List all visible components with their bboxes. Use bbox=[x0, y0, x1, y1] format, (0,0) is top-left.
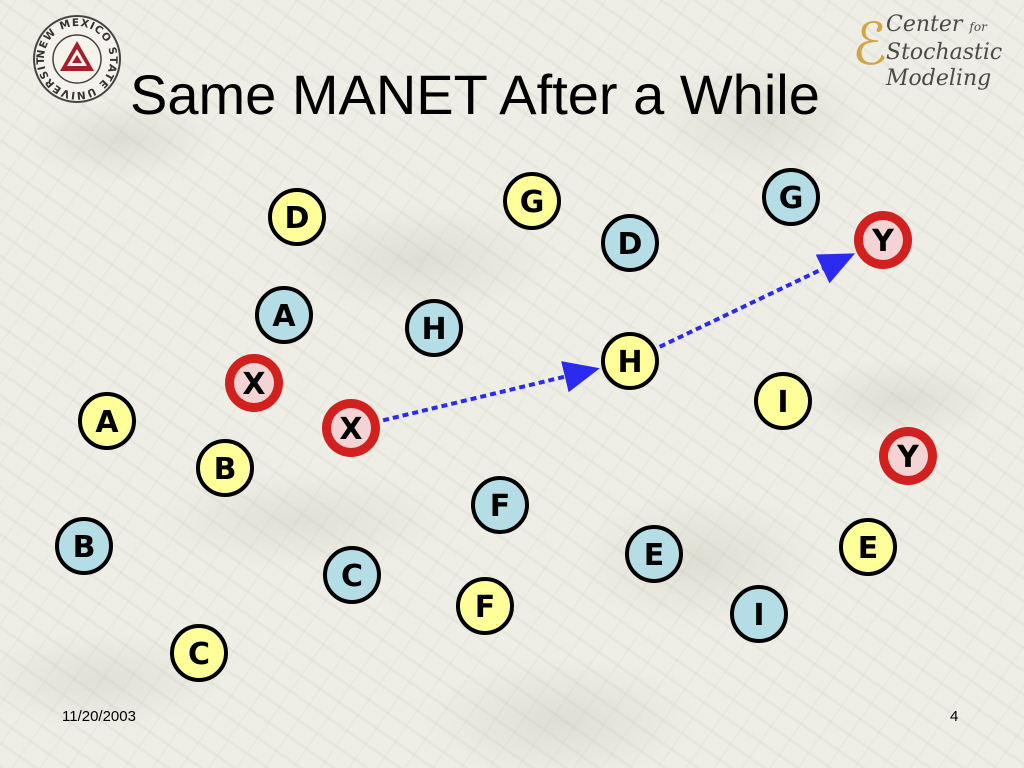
node-circle bbox=[456, 577, 514, 635]
node-inner-circle bbox=[234, 363, 274, 403]
slide-title: Same MANET After a While bbox=[130, 63, 820, 126]
university-seal-logo: NEW MEXICO STATE UNIVERSITY bbox=[27, 5, 122, 104]
node-circle bbox=[762, 168, 820, 226]
node-circle bbox=[503, 172, 561, 230]
node-label: A bbox=[272, 299, 296, 334]
node-label: H bbox=[421, 312, 446, 347]
node-label: X bbox=[242, 367, 265, 402]
node-h-yellow: H bbox=[601, 332, 659, 390]
node-label: G bbox=[779, 181, 804, 216]
logo-glyph-icon: ℰ bbox=[852, 10, 888, 78]
node-y-red: Y bbox=[879, 427, 937, 485]
logo-line2: Stochastic bbox=[886, 40, 1003, 65]
node-x-red: X bbox=[225, 354, 283, 412]
node-e-blue: E bbox=[625, 525, 683, 583]
node-circle bbox=[754, 372, 812, 430]
node-circle bbox=[625, 525, 683, 583]
link-arrow-2 bbox=[658, 253, 856, 349]
node-circle bbox=[78, 392, 136, 450]
node-circle bbox=[601, 214, 659, 272]
node-label: F bbox=[490, 489, 511, 524]
node-i-blue: I bbox=[730, 585, 788, 643]
node-inner-circle bbox=[331, 408, 371, 448]
node-label: Y bbox=[896, 440, 920, 475]
node-circle bbox=[730, 585, 788, 643]
node-circle bbox=[471, 476, 529, 534]
node-h-blue: H bbox=[405, 299, 463, 357]
node-b-yellow: B bbox=[196, 439, 254, 497]
node-g-yellow: G bbox=[503, 172, 561, 230]
node-label: A bbox=[95, 405, 119, 440]
node-b-blue: B bbox=[55, 517, 113, 575]
slide-date: 11/20/2003 bbox=[62, 708, 136, 725]
node-y-red: Y bbox=[854, 211, 912, 269]
node-circle bbox=[255, 286, 313, 344]
slide-page-number: 4 bbox=[950, 708, 959, 725]
node-d-yellow: D bbox=[268, 188, 326, 246]
node-c-blue: C bbox=[323, 546, 381, 604]
node-circle bbox=[196, 439, 254, 497]
node-a-yellow: A bbox=[78, 392, 136, 450]
node-circle bbox=[170, 624, 228, 682]
node-circle bbox=[839, 518, 897, 576]
node-a-blue: A bbox=[255, 286, 313, 344]
node-circle bbox=[601, 332, 659, 390]
node-circle bbox=[268, 188, 326, 246]
node-inner-circle bbox=[863, 220, 903, 260]
node-g-blue: G bbox=[762, 168, 820, 226]
node-label: I bbox=[753, 598, 764, 633]
node-label: D bbox=[285, 201, 310, 236]
node-circle bbox=[323, 546, 381, 604]
node-f-blue: F bbox=[471, 476, 529, 534]
link-arrow-1 bbox=[382, 361, 600, 423]
logo-line1-small: for bbox=[969, 20, 987, 34]
node-label: I bbox=[777, 385, 788, 420]
node-i-yellow: I bbox=[754, 372, 812, 430]
stochastic-modeling-logo: ℰ Center for Stochastic Modeling bbox=[852, 10, 1003, 102]
node-d-blue: D bbox=[601, 214, 659, 272]
node-label: D bbox=[618, 227, 643, 262]
node-x-red: X bbox=[322, 399, 380, 457]
node-circle bbox=[405, 299, 463, 357]
node-f-yellow: F bbox=[456, 577, 514, 635]
logo-line1: Center bbox=[886, 12, 963, 37]
logo-line3: Modeling bbox=[886, 66, 992, 91]
node-label: B bbox=[73, 530, 96, 565]
node-label: E bbox=[858, 531, 879, 566]
node-inner-circle bbox=[888, 436, 928, 476]
node-circle bbox=[55, 517, 113, 575]
node-label: Y bbox=[871, 224, 895, 259]
node-label: H bbox=[617, 345, 642, 380]
node-c-yellow: C bbox=[170, 624, 228, 682]
node-label: B bbox=[214, 452, 237, 487]
node-label: C bbox=[341, 559, 363, 594]
node-label: F bbox=[475, 590, 496, 625]
node-e-yellow: E bbox=[839, 518, 897, 576]
node-label: X bbox=[339, 412, 362, 447]
node-label: G bbox=[520, 185, 545, 220]
node-label: E bbox=[644, 538, 665, 573]
logo-text: Center for Stochastic Modeling bbox=[886, 12, 1003, 92]
node-label: C bbox=[188, 637, 210, 672]
